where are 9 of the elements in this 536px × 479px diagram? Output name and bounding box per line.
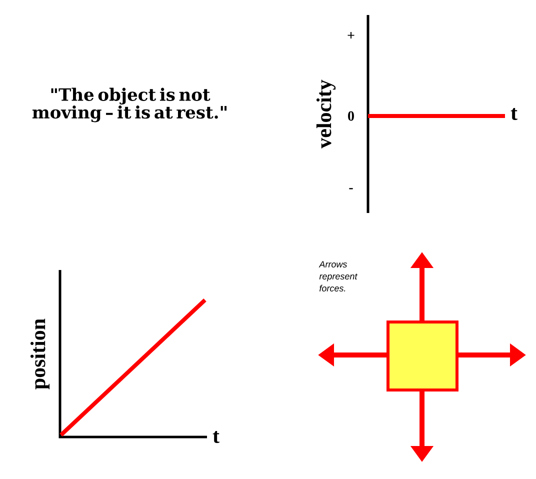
axis-label: t	[212, 430, 220, 443]
tick-label: +	[348, 32, 354, 39]
axis-label: t	[510, 108, 518, 120]
quote-text: "The object is not moving – it is at rest."	[32, 88, 226, 122]
axis-label: velocity	[316, 80, 336, 148]
tick-label: 0	[348, 111, 354, 121]
note-text: Arrows represent forces.	[318, 261, 358, 292]
tick-label: -	[349, 188, 353, 190]
axis-label: position	[30, 318, 50, 390]
